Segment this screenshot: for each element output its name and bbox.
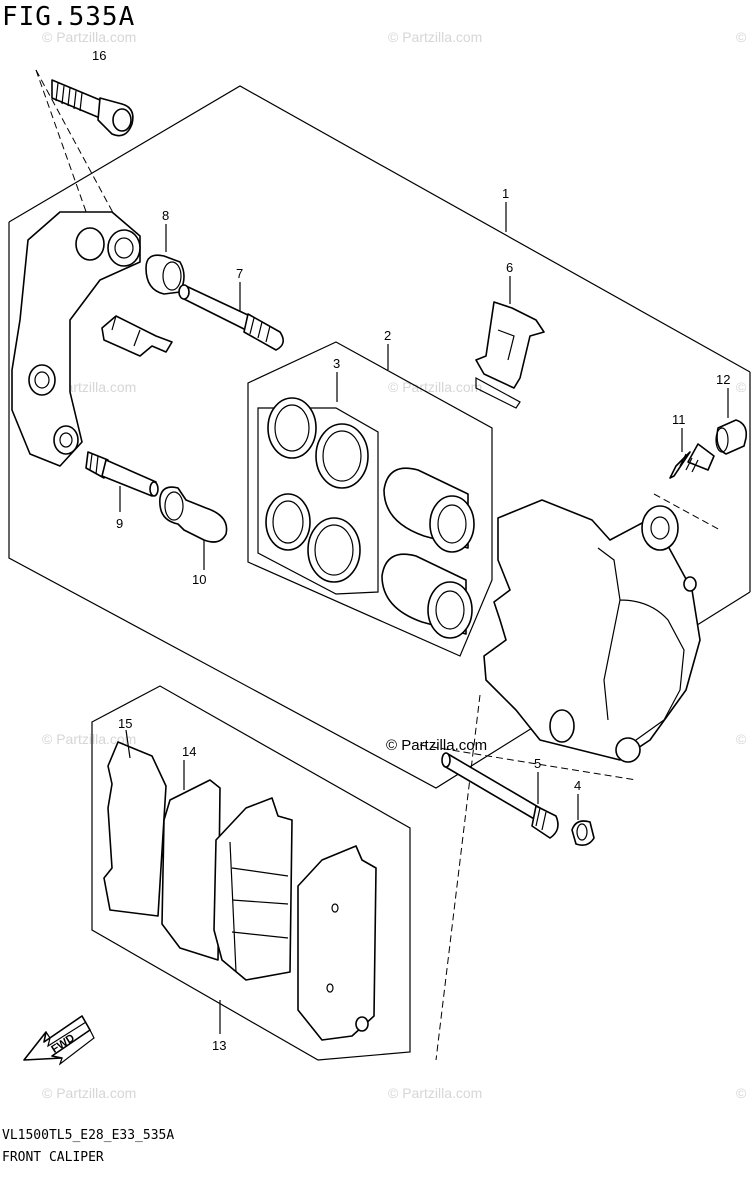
part-label-4: 4 — [574, 778, 581, 793]
part-13-pad-a[interactable] — [213, 797, 293, 981]
part-label-13: 13 — [212, 1038, 226, 1053]
part-label-16: 16 — [92, 48, 106, 63]
watermark-layer: © Partzilla.com © Partzilla.com © © Part… — [42, 29, 747, 1101]
part-label-14: 14 — [182, 744, 196, 759]
part-3-seals[interactable] — [265, 397, 369, 583]
part-label-3: 3 — [333, 356, 340, 371]
part-label-7: 7 — [236, 266, 243, 281]
figure-name: FRONT CALIPER — [2, 1150, 104, 1165]
dash-16-b — [35, 69, 119, 223]
watermark-corner: © — [736, 379, 747, 395]
part-caliper-bracket[interactable] — [11, 211, 141, 467]
part-label-12: 12 — [716, 372, 730, 387]
watermark: © Partzilla.com — [388, 29, 482, 45]
part-label-6: 6 — [506, 260, 513, 275]
part-label-10: 10 — [192, 572, 206, 587]
part-label-8: 8 — [162, 208, 169, 223]
part-13-pad-b[interactable] — [297, 845, 377, 1041]
part-1-caliper-body[interactable] — [483, 499, 701, 763]
part-10-boot[interactable] — [159, 486, 228, 543]
part-label-1: 1 — [502, 186, 509, 201]
assembly-box-top — [8, 85, 751, 373]
watermark: © Partzilla.com — [388, 1085, 482, 1101]
part-label-2: 2 — [384, 328, 391, 343]
part-5-pin[interactable] — [441, 752, 559, 839]
watermark-corner: © — [736, 29, 747, 45]
watermark-corner: © — [736, 731, 747, 747]
figure-title: FIG.535A — [2, 2, 136, 32]
part-2-pistons[interactable] — [381, 467, 475, 639]
watermark: © Partzilla.com — [388, 379, 482, 395]
brand-label: © Partzilla.com — [386, 737, 487, 754]
part-label-9: 9 — [116, 516, 123, 531]
figure-code: VL1500TL5_E28_E33_535A — [2, 1128, 175, 1143]
watermark: © Partzilla.com — [42, 731, 136, 747]
part-label-5: 5 — [534, 756, 541, 771]
part-label-15: 15 — [118, 716, 132, 731]
part-bracket-clip[interactable] — [101, 315, 173, 357]
seal-kit-box — [257, 407, 379, 595]
dash-5 — [419, 744, 637, 781]
dash-11 — [653, 493, 721, 531]
part-4-cap[interactable] — [571, 820, 595, 846]
part-label-11: 11 — [672, 412, 686, 427]
part-6-pad-spring[interactable] — [475, 301, 545, 409]
part-14-shim[interactable] — [161, 779, 221, 961]
watermark: © Partzilla.com — [42, 29, 136, 45]
watermark: © Partzilla.com — [42, 1085, 136, 1101]
watermark-corner: © — [736, 1085, 747, 1101]
part-11-bleeder[interactable] — [669, 443, 715, 479]
part-15-shim[interactable] — [103, 741, 167, 917]
part-9-pin[interactable] — [85, 451, 159, 497]
part-7-pin[interactable] — [178, 284, 284, 351]
part-8-boot[interactable] — [145, 254, 185, 295]
dash-13 — [435, 694, 481, 1061]
leader-15 — [125, 729, 131, 759]
pad-set-box — [91, 685, 411, 1061]
part-12-cap[interactable] — [715, 419, 748, 455]
piston-kit-box — [247, 341, 493, 657]
part-16-bolt[interactable] — [51, 79, 134, 137]
fwd-arrow-icon: FWD — [23, 1015, 95, 1066]
dash-16-a — [35, 69, 97, 241]
